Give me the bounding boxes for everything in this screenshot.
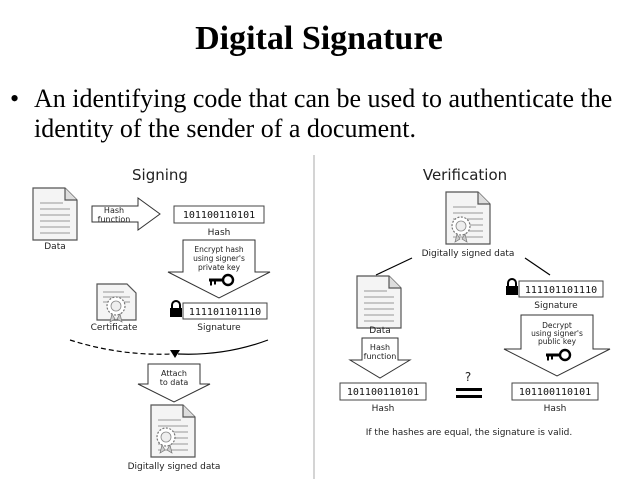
attach-line1: Attach — [161, 369, 187, 378]
verification-heading: Verification — [423, 166, 507, 184]
attach-line2: to data — [160, 378, 189, 387]
verification-signature-label: Signature — [534, 301, 578, 311]
data-document-icon — [32, 187, 78, 241]
signing-hash-function-line2: function — [98, 215, 131, 224]
lock-icon — [169, 300, 183, 318]
verification-signed-data-label: Digitally signed data — [422, 249, 515, 259]
verification-hash-bits-left: 101100110101 — [347, 387, 419, 398]
verification-lock-icon — [505, 278, 519, 296]
certificate-join-line — [69, 339, 173, 355]
certificate-label: Certificate — [91, 323, 138, 333]
slide-title: Digital Signature — [195, 20, 443, 57]
split-line-left — [375, 257, 413, 276]
verification-signature-box — [518, 280, 604, 298]
comparison-question-mark: ? — [465, 370, 471, 384]
equals-sign-icon — [456, 388, 482, 398]
verification-hash-function-line2: function — [364, 352, 397, 361]
verification-signature-bits: 111101101110 — [525, 285, 597, 296]
verification-hash-label-right: Hash — [544, 404, 567, 414]
hash-value-box — [173, 205, 265, 224]
verification-hash-box-right — [511, 382, 599, 401]
verification-hash-function-arrow — [348, 337, 412, 379]
signing-signed-data-label: Digitally signed data — [128, 462, 221, 472]
join-arrowhead — [170, 350, 180, 358]
verification-hash-bits-right: 101100110101 — [519, 387, 591, 398]
verification-data-document-icon — [356, 275, 402, 329]
verification-hash-box-left — [339, 382, 427, 401]
signed-document-icon — [150, 404, 196, 458]
bullet-text: An identifying code that can be used to … — [34, 84, 613, 143]
decrypt-line2: using signer's — [531, 329, 583, 338]
signing-signature-bits: 111101101110 — [189, 307, 261, 318]
encrypt-arrow — [167, 239, 271, 299]
signing-hash-bits: 101100110101 — [183, 210, 255, 221]
signing-data-label: Data — [44, 242, 66, 252]
decrypt-arrow — [503, 314, 611, 377]
signing-hash-label: Hash — [208, 228, 231, 238]
encrypt-line3: private key — [198, 263, 241, 272]
signing-hash-function-line1: Hash — [104, 206, 124, 215]
signing-heading: Signing — [132, 166, 188, 184]
digital-signature-diagram: Signing Data Hash function 101100110101 … — [32, 155, 611, 479]
decrypt-line3: public key — [538, 337, 577, 346]
decrypt-line1: Decrypt — [542, 321, 572, 330]
encrypt-line1: Encrypt hash — [194, 245, 243, 254]
bullet-marker: • — [10, 84, 20, 113]
attach-arrow — [137, 363, 211, 403]
verification-hash-function-line1: Hash — [370, 343, 390, 352]
verification-footer: If the hashes are equal, the signature i… — [366, 428, 572, 438]
signature-join-line — [177, 339, 269, 355]
split-line-right — [524, 257, 551, 276]
hash-function-arrow — [91, 197, 161, 231]
verification-hash-label-left: Hash — [372, 404, 395, 414]
signing-signature-label: Signature — [197, 323, 241, 333]
certificate-icon — [96, 283, 137, 323]
verification-data-label: Data — [369, 326, 391, 336]
verification-signed-document-icon — [445, 191, 491, 245]
signature-value-box — [182, 302, 268, 320]
encrypt-line2: using signer's — [193, 254, 245, 263]
